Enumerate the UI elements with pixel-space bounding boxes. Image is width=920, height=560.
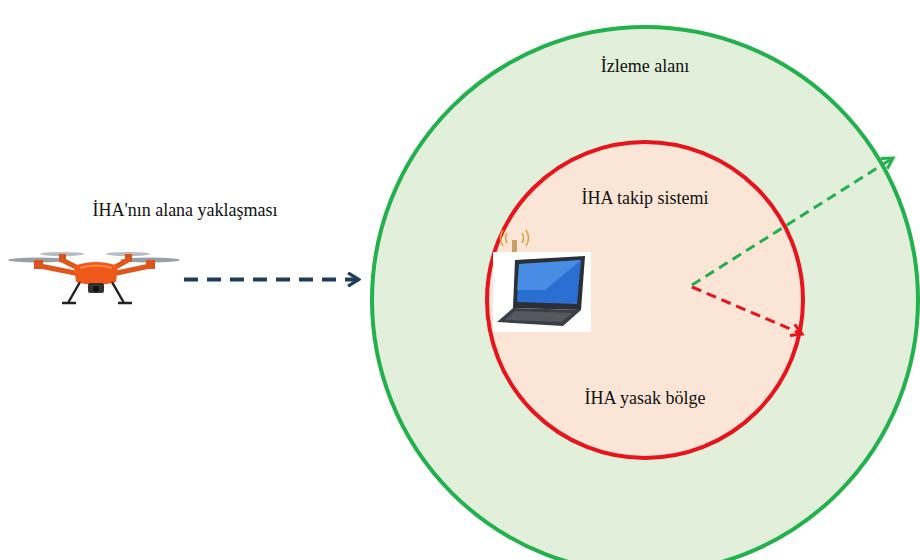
laptop-icon [493,230,591,332]
restricted-zone: İHA takip sistemiİHA yasak bölge [485,140,805,460]
monitoring-radius-arrow [692,158,893,285]
zone-label: İHA yasak bölge [585,388,706,410]
area-label: İzleme alanı [601,56,689,78]
drone-node: İHA'nın alana yaklaşması [8,252,182,307]
node-label: İHA'nın alana yaklaşması [92,200,277,222]
monitoring-area: İzleme alanıİHA takip sistemiİHA yasak b… [370,25,920,560]
system-label: İHA takip sistemi [582,188,709,210]
restricted-radius-arrow [692,287,802,334]
drone [8,252,180,303]
approach-arrow [184,278,359,282]
